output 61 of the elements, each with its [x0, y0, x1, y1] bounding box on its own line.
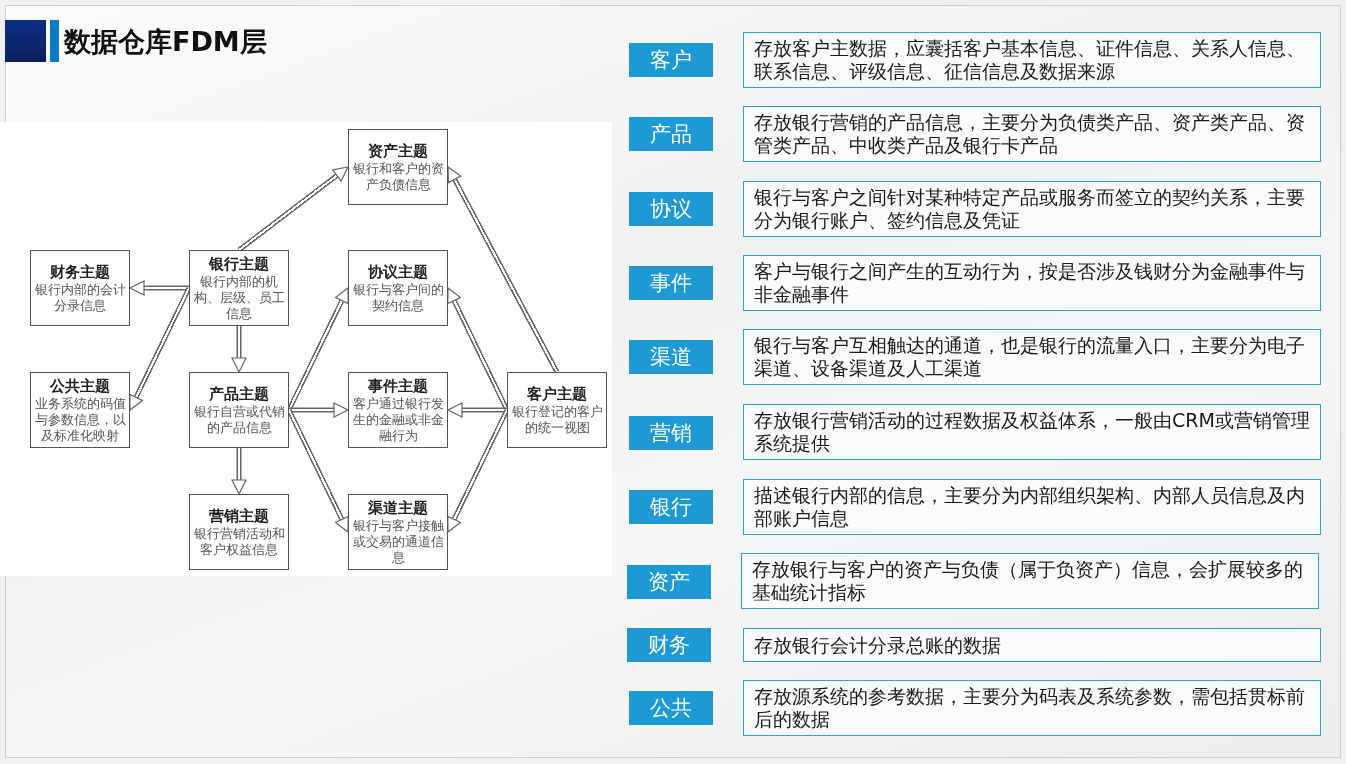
arrow [129, 280, 189, 296]
topic-box [189, 372, 289, 448]
topic-box [507, 372, 607, 448]
arrow [447, 402, 507, 418]
topic-box [30, 372, 130, 448]
arrow [231, 326, 247, 373]
topic-box [30, 250, 130, 326]
description-box: 银行与客户互相触达的通道，也是银行的流量入口，主要分为电子渠道、设备渠道及人工渠道 [743, 329, 1321, 385]
slide-title: 数据仓库FDM层 [64, 25, 267, 59]
arrow [237, 165, 350, 252]
description-box: 描述银行内部的信息，主要分为内部组织架构、内部人员信息及内部账户信息 [743, 479, 1321, 535]
topic-description: 银行和客户的资产负债信息 [352, 160, 444, 193]
arrow [231, 448, 247, 495]
topic-box [348, 494, 448, 570]
description-box: 存放银行与客户的资产与负债（属于负资产）信息，会扩展较多的基础统计指标 [741, 553, 1319, 609]
description-box: 存放银行营销活动的过程数据及权益体系，一般由CRM或营销管理系统提供 [743, 404, 1321, 460]
arrow [445, 408, 510, 534]
description-box: 存放银行会计分录总账的数据 [743, 628, 1321, 662]
category-tag: 资产 [627, 565, 711, 599]
arrow [445, 165, 560, 374]
description-box: 存放源系统的参考数据，主要分为码表及系统参数，需包括贯标前后的数据 [743, 680, 1321, 736]
description-box: 存放银行营销的产品信息，主要分为负债类产品、资产类产品、资管类产品、中收类产品及银行卡产品 [743, 106, 1321, 162]
arrow [289, 402, 349, 418]
arrow [127, 286, 192, 412]
topic-description: 银行登记的客户的统一视图 [511, 403, 603, 436]
topic-heading: 财务主题 [50, 262, 110, 282]
topic-heading: 协议主题 [368, 262, 428, 282]
topic-heading: 资产主题 [368, 141, 428, 161]
topic-description: 银行内部的会计分录信息 [34, 281, 126, 314]
topic-description: 银行与客户接触或交易的通道信息 [352, 517, 444, 566]
description-box: 客户与银行之间产生的互动行为，按是否涉及钱财分为金融事件与非金融事件 [743, 255, 1321, 311]
topic-box [189, 494, 289, 570]
topic-description: 客户通过银行发生的金融或非金融行为 [352, 395, 444, 444]
description-box: 存放客户主数据，应囊括客户基本信息、证件信息、关系人信息、联系信息、评级信息、征信信息及数据来源 [743, 32, 1321, 88]
topic-box [189, 250, 289, 326]
topic-heading: 公共主题 [50, 376, 110, 396]
topic-box [348, 129, 448, 205]
category-tag: 渠道 [629, 340, 713, 374]
topic-description: 银行自营或代销的产品信息 [193, 403, 285, 436]
topic-heading: 营销主题 [209, 506, 269, 526]
topic-box [348, 372, 448, 448]
topic-description: 银行内部的机构、层级、员工信息 [193, 273, 285, 322]
category-tag: 财务 [627, 628, 711, 662]
category-tag: 银行 [629, 490, 713, 524]
category-tag: 公共 [629, 691, 713, 725]
category-tag: 客户 [629, 43, 713, 77]
category-tag: 协议 [629, 192, 713, 226]
topic-description: 银行营销活动和客户权益信息 [193, 525, 285, 558]
topic-heading: 产品主题 [209, 384, 269, 404]
topic-heading: 客户主题 [527, 384, 587, 404]
topic-description: 银行与客户间的契约信息 [352, 281, 444, 314]
category-tag: 产品 [629, 117, 713, 151]
description-box: 银行与客户之间针对某种特定产品或服务而签立的契约关系，主要分为银行账户、签约信息及凭证 [743, 181, 1321, 237]
topic-description: 业务系统的码值与参数信息，以及标准化映射 [34, 395, 126, 444]
arrow [286, 408, 351, 534]
topic-heading: 事件主题 [368, 376, 428, 396]
category-tag: 营销 [629, 416, 713, 450]
topic-heading: 渠道主题 [368, 498, 428, 518]
category-tag: 事件 [629, 266, 713, 300]
topic-heading: 银行主题 [209, 254, 269, 274]
topic-box [348, 250, 448, 326]
